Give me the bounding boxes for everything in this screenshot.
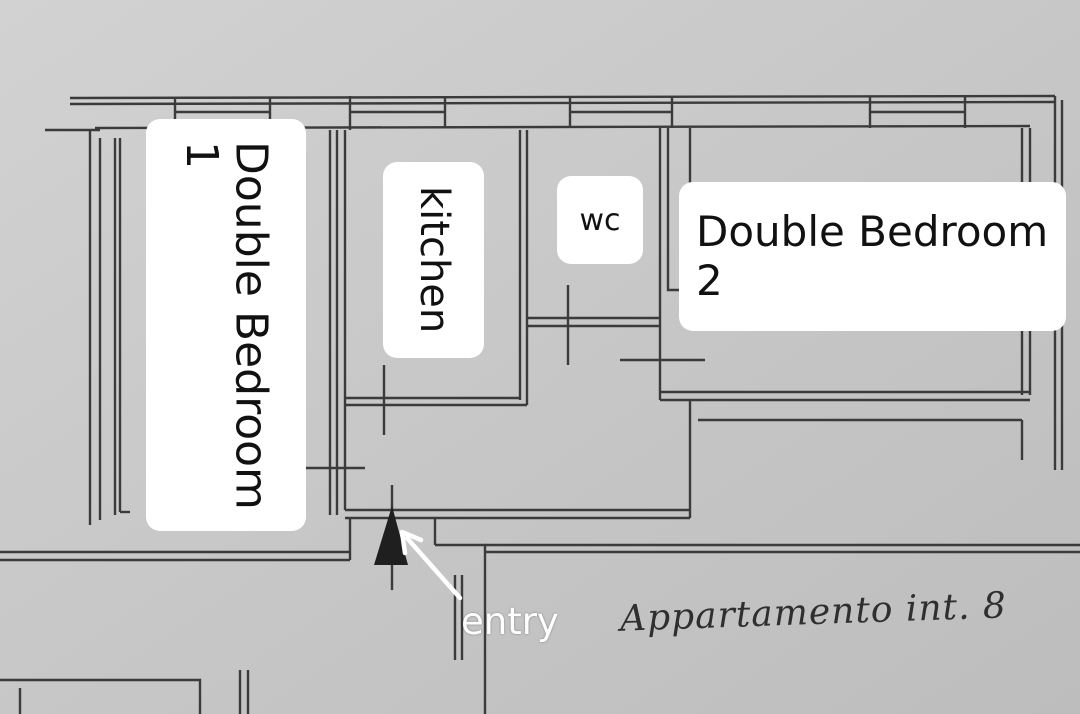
entry-label: entry	[461, 600, 559, 643]
entry-door-marker	[374, 506, 408, 565]
room-label-double-bedroom-2: Double Bedroom 2	[679, 182, 1066, 331]
room-name-bedroom1: Double Bedroom 1	[176, 140, 277, 510]
room-name-bedroom2: Double Bedroom 2	[696, 207, 1049, 305]
room-label-wc: wc	[557, 176, 643, 264]
room-label-kitchen: kitchen	[383, 162, 484, 358]
room-name-wc: wc	[579, 202, 621, 238]
room-name-kitchen: kitchen	[410, 186, 457, 334]
entry-arrow	[399, 529, 463, 601]
room-label-double-bedroom-1: Double Bedroom 1	[146, 119, 306, 531]
